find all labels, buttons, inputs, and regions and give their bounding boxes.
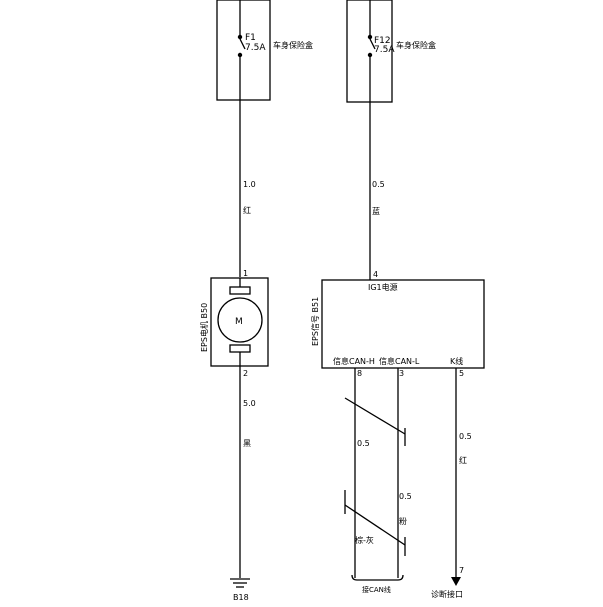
motor-pin-bottom: 2 — [243, 369, 248, 378]
can-bracket — [351, 574, 404, 581]
twist-mark — [344, 504, 406, 546]
eps-module: 4 IG1电源 信息CAN-H 信息CAN-L K线 8 3 5 EPS信号 B… — [310, 270, 485, 378]
wire-size: 0.5 — [357, 439, 370, 448]
module-label: EPS信号 B51 — [310, 297, 320, 346]
module-power-pin: 4 — [373, 270, 378, 279]
motor-pin-top: 1 — [243, 269, 248, 278]
motor-brush-top — [229, 286, 251, 295]
fuse-f1: F1 7.5A 车身保险盒 — [216, 0, 313, 101]
fuse-rating: 7.5A — [374, 45, 395, 55]
wire-size: 0.5 — [372, 180, 385, 189]
eps-motor: M 1 2 EPS电机 B50 — [199, 269, 269, 378]
module-can-l-pin: 3 — [399, 369, 404, 378]
wire-color: 粉 — [399, 516, 407, 526]
fuse-box-frame — [216, 0, 271, 101]
fuse-blade — [369, 38, 376, 50]
module-can-h-pin: 8 — [357, 369, 362, 378]
module-k-label: K线 — [450, 356, 463, 366]
motor-symbol: M — [235, 317, 243, 327]
module-frame — [321, 279, 485, 369]
fuse-blade — [239, 38, 246, 50]
wire-size: 0.5 — [459, 432, 472, 441]
diag-label: 诊断接口 — [431, 589, 463, 599]
fuse-location: 车身保险盒 — [273, 40, 313, 50]
fuse-id: F12 — [374, 36, 391, 46]
twist-mark — [344, 397, 406, 435]
module-k-pin: 5 — [459, 369, 464, 378]
wire-color: 棕-灰 — [355, 535, 374, 545]
wire-size: 0.5 — [399, 492, 412, 501]
wire-size: 1.0 — [243, 180, 256, 189]
wire-color: 黑 — [243, 439, 251, 448]
diag-pin: 7 — [459, 566, 464, 575]
fuse-f12: F12 7.5A 车身保险盒 — [346, 0, 436, 103]
wire-color: 蓝 — [372, 206, 380, 216]
fuse-contact — [237, 52, 243, 58]
module-can-l-label: 信息CAN-L — [379, 356, 420, 366]
ground-symbol: B18 — [230, 578, 250, 602]
fuse-contact — [367, 52, 373, 58]
wire-color: 红 — [243, 205, 251, 215]
fuse-location: 车身保险盒 — [396, 40, 436, 50]
wire-color: 红 — [459, 455, 467, 465]
fuse-id: F1 — [245, 33, 256, 43]
ground-label: B18 — [233, 593, 249, 602]
k-line: 0.5 红 7 诊断接口 — [431, 368, 472, 599]
fuse-contact — [367, 34, 373, 40]
fuse-contact — [237, 34, 243, 40]
motor-symbol-circle — [217, 297, 263, 343]
wire-size: 5.0 — [243, 399, 256, 408]
can-twisted-pair: 0.5 0.5 粉 棕-灰 接CAN线 — [344, 368, 412, 594]
motor-label: EPS电机 B50 — [199, 303, 209, 352]
module-can-h-label: 信息CAN-H — [333, 356, 375, 366]
fuse-rating: 7.5A — [245, 43, 266, 53]
can-terminal-label: 接CAN线 — [362, 585, 391, 594]
diag-arrow — [451, 577, 461, 586]
module-power-label: IG1电源 — [368, 282, 398, 292]
motor-brush-bottom — [229, 344, 251, 353]
